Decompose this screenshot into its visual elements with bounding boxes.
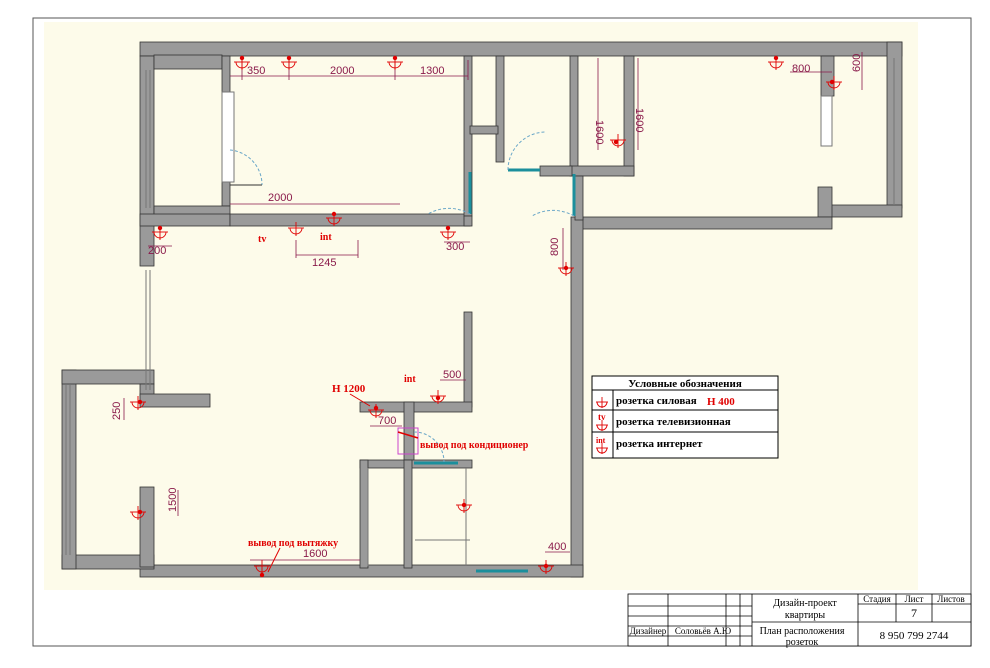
tb-sheet-number: 7 — [911, 606, 917, 620]
tb-plan-line1: План расположения — [760, 626, 845, 637]
internet-outlet-label: int — [320, 232, 332, 243]
dim-1300: 1300 — [420, 65, 444, 77]
outlet-symbols — [130, 56, 842, 574]
title-block-text: Стадия Лист Листов 7 Дизайн-проект кварт… — [630, 594, 965, 648]
tb-project-line2: квартиры — [785, 610, 825, 621]
height-1200-leader — [349, 393, 371, 407]
dim-250: 250 — [111, 402, 123, 420]
dim-800-top: 800 — [792, 63, 810, 75]
dim-300: 300 — [446, 241, 464, 253]
legend-tv-symbol: tv — [598, 412, 606, 422]
tb-sheets-header: Листов — [937, 594, 964, 604]
dim-350: 350 — [247, 65, 265, 77]
legend-row-power-height: H 400 — [707, 396, 735, 408]
tb-role: Дизайнер — [630, 626, 667, 636]
walls — [61, 41, 903, 578]
dim-2000-mid: 2000 — [268, 192, 292, 204]
dim-1500: 1500 — [167, 488, 179, 512]
tb-plan-line2: розеток — [786, 637, 819, 648]
dim-1245: 1245 — [312, 257, 336, 269]
legend-row-internet: розетка интернет — [616, 438, 703, 450]
legend-power-outlet-icon — [596, 397, 608, 408]
title-block — [627, 593, 972, 647]
tb-phone: 8 950 799 2744 — [880, 630, 949, 642]
conditioner-label: вывод под кондиционер — [420, 440, 529, 451]
dimension-labels: 350 2000 1300 2000 1245 1600 1600 800 60… — [111, 54, 863, 560]
drawing-paper — [44, 22, 918, 590]
conditioner-box — [397, 427, 419, 455]
legend-tv-outlet-icon — [596, 420, 608, 431]
hood-label: вывод под вытяжку — [248, 538, 338, 549]
dim-800-side: 800 — [549, 238, 561, 256]
drawing-frame — [32, 17, 972, 647]
dim-2000-top: 2000 — [330, 65, 354, 77]
outlet-points — [137, 55, 835, 578]
dim-700: 700 — [378, 415, 396, 427]
dim-1600-left: 1600 — [593, 120, 605, 144]
power-outlet-icon — [254, 560, 270, 574]
tb-stage-header: Стадия — [863, 594, 890, 604]
dim-1600-right: 1600 — [633, 108, 645, 132]
dim-400: 400 — [548, 541, 566, 553]
legend-row-power: розетка силовая — [616, 395, 697, 407]
conditioner-leader — [397, 431, 419, 439]
doors — [229, 131, 576, 573]
tv-outlet-label: tv — [258, 234, 266, 245]
tb-designer-name: Соловьёв А.Ю — [675, 626, 731, 636]
power-outlet-icon — [288, 222, 304, 236]
legend-title: Условные обозначения — [628, 378, 742, 390]
legend-internet-outlet-icon — [596, 443, 608, 454]
dim-200: 200 — [148, 245, 166, 257]
height-1200-label: H 1200 — [332, 383, 366, 395]
windows — [65, 58, 895, 566]
legend: Условные обозначения tv int розетка сило… — [591, 375, 779, 459]
legend-int-symbol: int — [596, 436, 606, 445]
internet-outlet-label-hall: int — [404, 374, 416, 385]
tb-project-line1: Дизайн-проект — [773, 598, 837, 609]
hood-leader — [267, 547, 281, 573]
legend-row-tv: розетка телевизионная — [616, 416, 731, 428]
tb-sheet-header: Лист — [905, 594, 924, 604]
dim-600: 600 — [851, 54, 863, 72]
dim-1600-bottom: 1600 — [303, 548, 327, 560]
dim-500-top: 500 — [443, 369, 461, 381]
power-outlet-icon — [610, 134, 626, 148]
